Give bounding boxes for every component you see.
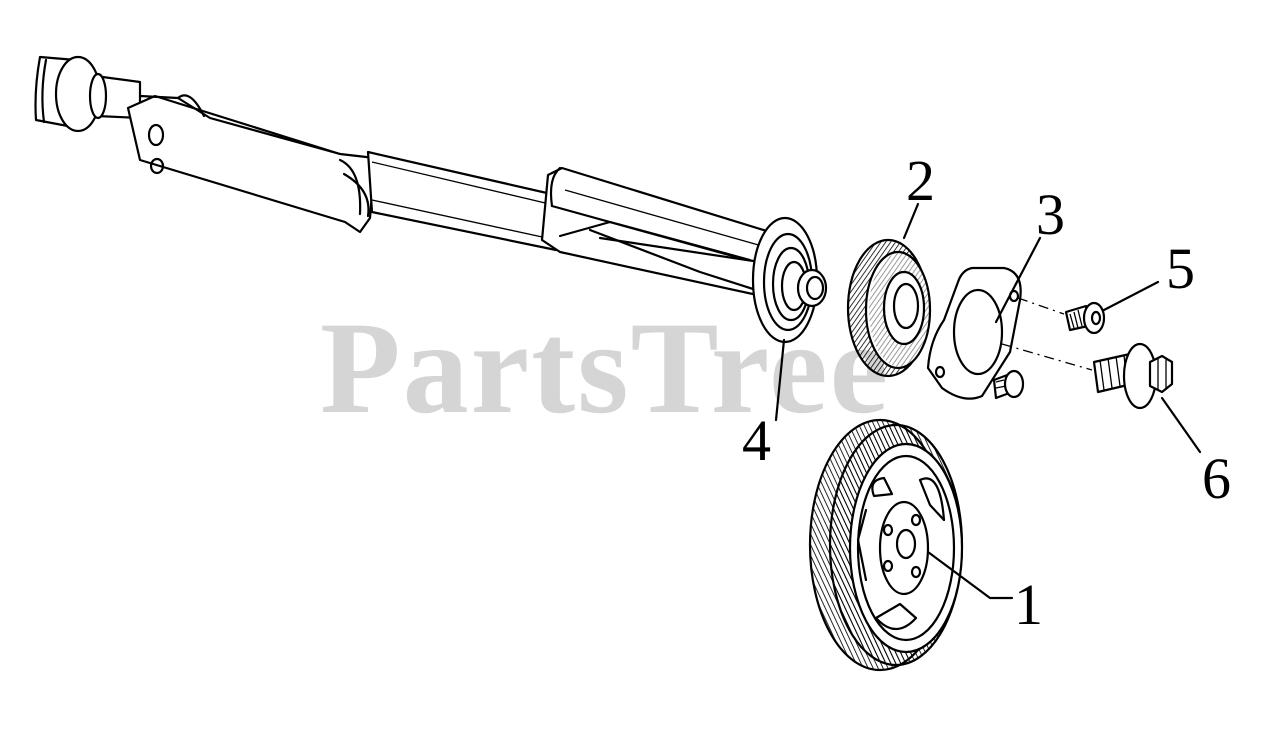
centerline-5 — [1017, 297, 1065, 315]
small-gear[interactable] — [846, 238, 932, 378]
large-gear[interactable] — [808, 418, 964, 672]
callout-1[interactable]: 1 — [1014, 572, 1043, 637]
leader-lines — [774, 202, 1202, 600]
callout-5[interactable]: 5 — [1166, 236, 1195, 301]
callout-3[interactable]: 3 — [1036, 182, 1065, 247]
plate-screw[interactable] — [992, 369, 1025, 400]
watermark: PartsTree — [320, 294, 890, 441]
callout-6[interactable]: 6 — [1202, 446, 1231, 511]
gasket-plate[interactable] — [926, 266, 1022, 400]
centerline-6 — [1001, 343, 1093, 371]
shaft-assembly[interactable] — [34, 55, 828, 344]
callout-4[interactable]: 4 — [742, 408, 771, 473]
screw-5[interactable] — [1064, 301, 1106, 335]
bolt-6[interactable] — [1092, 342, 1174, 410]
callout-2[interactable]: 2 — [906, 148, 935, 213]
